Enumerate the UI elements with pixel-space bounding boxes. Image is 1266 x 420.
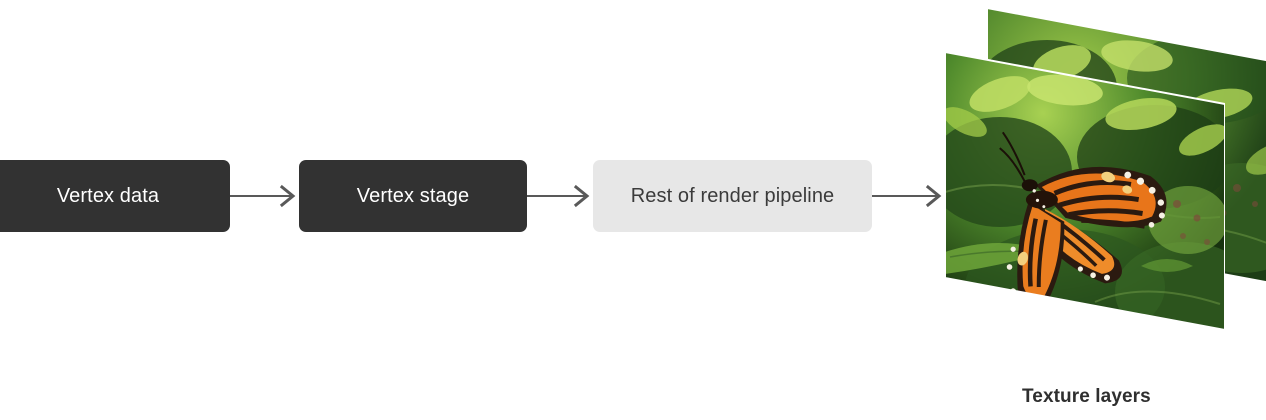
arrow-right-icon-rest-pipeline-to-texture-layers [872,184,942,208]
node-rest-of-render-pipeline[interactable]: Rest of render pipeline [593,160,872,232]
arrow-right-icon-vertex-stage-to-rest-pipeline [527,184,590,208]
texture-layers-caption: Texture layers [1022,386,1151,407]
node-vertex-data-label: Vertex data [56,184,160,207]
texture-layer-front[interactable] [945,52,1225,330]
texture-layer-front-image [945,52,1225,330]
node-vertex-stage[interactable]: Vertex stage [299,160,527,232]
node-rest-of-render-pipeline-label: Rest of render pipeline [630,184,835,207]
node-vertex-stage-label: Vertex stage [356,184,470,207]
arrow-right-icon-vertex-data-to-vertex-stage [230,184,296,208]
node-vertex-data[interactable]: Vertex data [0,160,230,232]
